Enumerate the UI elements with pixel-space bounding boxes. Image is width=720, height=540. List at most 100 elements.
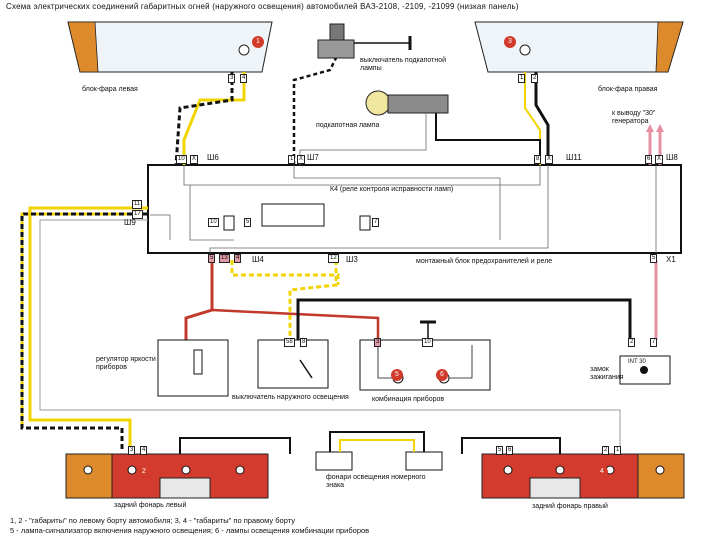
hood-lamp-body	[387, 94, 449, 114]
pin-sh6-b: X	[190, 155, 199, 164]
tail-left-reverse	[159, 477, 211, 499]
wire-sh9-black-dash	[20, 212, 148, 450]
relay-k4-coil-a	[223, 215, 235, 231]
block-wire-1	[183, 165, 541, 186]
block-wire-2	[293, 165, 501, 240]
pin-hl-right-a: 1	[518, 74, 526, 83]
label-hood-lamp: подкапотная лампа	[316, 122, 380, 129]
wire-switch-black	[296, 298, 632, 340]
hood-switch-body	[317, 39, 355, 59]
relay-k4-box	[261, 203, 325, 227]
tail-right-bulb-4	[655, 465, 665, 475]
pin-sh6-a: 10	[176, 155, 187, 164]
wire-sh9-yellow	[28, 206, 148, 450]
label-light-switch: выключатель наружного освещения	[232, 394, 349, 401]
wire-right-headlight-yellow	[524, 72, 541, 165]
wire-plate-yellow	[339, 439, 415, 452]
pin-sw-b: 8	[300, 338, 308, 347]
connector-ignition: INT 30	[628, 359, 646, 365]
pin-cl-b: 10	[422, 338, 433, 347]
tail-right-outer	[637, 453, 685, 499]
pin-tr-d: 1	[614, 446, 622, 455]
wire-ground-bottom-left	[179, 437, 291, 454]
wire-plate-black	[329, 431, 425, 452]
relay-k4-coil-b	[359, 215, 371, 231]
pin-tr-a: 5	[496, 446, 504, 455]
fuse-block-frame	[147, 164, 682, 254]
pin-k4-b: 5	[244, 218, 252, 227]
pin-sh9-b: 17	[132, 210, 143, 219]
label-hood-switch: выключатель подкапотной лампы	[360, 57, 447, 72]
pin-sh3-a: 12	[328, 254, 339, 263]
pin-hl-left-b: 4	[240, 74, 248, 83]
pin-sh11-b: X	[545, 155, 554, 164]
connector-sh3: Ш3	[346, 255, 358, 264]
pin-sh7-a: 1	[288, 155, 296, 164]
label-tail-right: задний фонарь правый	[532, 503, 608, 510]
legend-line-1: 1, 2 - "габариты" по левому борту автомо…	[10, 516, 295, 525]
wire-right-headlight-black	[534, 72, 550, 165]
pin-sh4-c: 4	[234, 254, 242, 263]
tail-left-bulb-2	[127, 465, 137, 475]
pin-sh7-b: X	[297, 155, 306, 164]
block-wire-6	[150, 214, 171, 240]
badge-1: 1	[252, 36, 264, 48]
light-switch-blade	[299, 359, 313, 379]
tail-left-bulb-1	[83, 465, 93, 475]
label-headlight-left: блок-фара левая	[82, 86, 138, 93]
wire-sh4-red-2	[211, 308, 380, 340]
headlight-left-reflector	[67, 21, 99, 73]
connector-sh8: Ш8	[666, 153, 678, 162]
wire-sh4-red	[184, 260, 214, 340]
cluster-box	[359, 339, 491, 391]
pin-hl-left-a: 3	[228, 74, 236, 83]
pin-sh8-a: 6	[645, 155, 653, 164]
pin-hl-right-b: 2	[531, 74, 539, 83]
wire-left-headlight-yellow	[182, 72, 246, 165]
tail-left-bulb-4	[235, 465, 245, 475]
dimmer-resistor	[193, 349, 203, 375]
dimmer-box	[157, 339, 229, 397]
pin-cl-a: 3	[374, 338, 382, 347]
label-headlight-right: блок-фара правая	[598, 86, 658, 93]
badge-5: 5	[391, 369, 403, 381]
tail-left-outer	[65, 453, 113, 499]
pin-k4-c: 7	[372, 218, 380, 227]
wire-sh3-yellow	[288, 260, 338, 340]
pin-k4-a: 10	[208, 218, 219, 227]
plate-light-left	[315, 451, 353, 471]
badge-3: 3	[504, 36, 516, 48]
label-generator: к выводу "30" генератора	[612, 110, 656, 125]
connector-sh11: Ш11	[566, 153, 582, 162]
block-wire-5	[189, 185, 234, 241]
label-fuse-block: монтажный блок предохранителей и реле	[416, 258, 553, 265]
pin-tr-b: 6	[506, 446, 514, 455]
pin-sh8-b: X	[655, 155, 664, 164]
label-relay-k4: К4 (реле контроля исправности ламп)	[330, 186, 454, 193]
label-plate-lights: фонари освещения номерного знака	[326, 474, 426, 489]
tail-right-reverse	[529, 477, 581, 499]
pin-sh4-b: 13	[219, 254, 230, 263]
pin-tr-c: 2	[602, 446, 610, 455]
label-cluster: комбинация приборов	[372, 396, 445, 403]
pin-sh9-a: 11	[132, 200, 143, 209]
plate-light-right	[405, 451, 443, 471]
wire-sh9-yellow-dash	[20, 212, 148, 428]
pin-sh4-a: 5	[208, 254, 216, 263]
badge-6: 6	[436, 369, 448, 381]
hood-lamp-globe	[365, 90, 391, 116]
pin-tl-a: 3	[128, 446, 136, 455]
wire-sh9-white	[39, 219, 621, 450]
wire-sh4-yellow	[230, 260, 340, 285]
block-wire-3	[209, 165, 549, 253]
wire-hood-lamp-black	[435, 113, 541, 155]
headlight-right-reflector	[655, 21, 684, 73]
pin-x1-a: 5	[650, 254, 658, 263]
wire-hood-black	[292, 57, 338, 165]
connector-sh7: Ш7	[307, 153, 319, 162]
pin-sh11-a: 8	[534, 155, 542, 164]
arrow-generator-2	[656, 124, 664, 132]
badge-4: 4	[596, 466, 608, 478]
